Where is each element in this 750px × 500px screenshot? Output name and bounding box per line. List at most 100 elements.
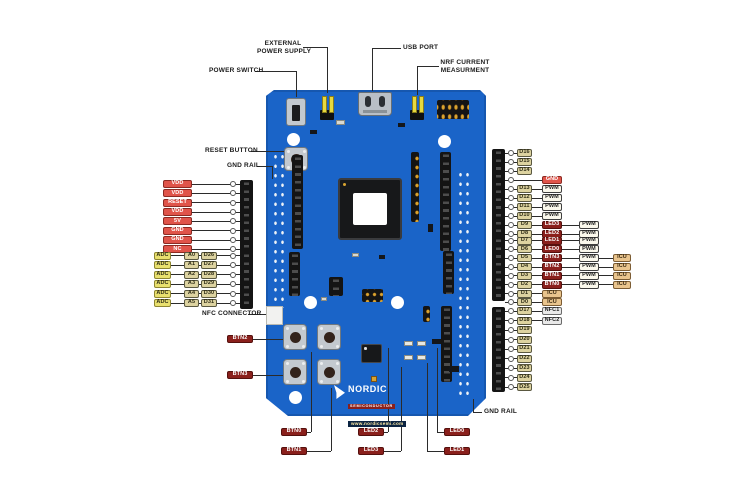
pin-tag-a4: A4	[184, 289, 199, 298]
mounting-hole	[288, 390, 302, 404]
pin-tag-adc: ADC	[154, 270, 171, 279]
pin-tag-adc: ADC	[154, 280, 171, 288]
pin-tag-nc: NC	[163, 245, 192, 254]
female-header	[492, 149, 505, 240]
pin-hole	[508, 195, 514, 201]
callout-line	[330, 388, 332, 451]
pin-tag-d19: D19	[517, 326, 532, 335]
pin-hole	[508, 272, 514, 279]
callout-line	[257, 165, 272, 167]
current-measure-header	[410, 96, 424, 124]
pin-tag-icu: ICU	[613, 280, 631, 289]
callout-line	[505, 161, 508, 163]
pin-tag-reset: RESET	[163, 198, 192, 207]
callout-line	[236, 248, 240, 250]
callout-line	[505, 215, 508, 217]
callout-line	[505, 257, 508, 259]
pin-tag-gnd: GND	[542, 176, 562, 184]
gnd-rail-bottom-label: GND RAIL	[484, 408, 518, 415]
pin-hole	[230, 281, 236, 287]
female-header	[240, 180, 253, 255]
callout-line	[190, 192, 231, 194]
pin-hole	[508, 374, 514, 381]
passive-component	[432, 339, 441, 344]
callout-line	[248, 313, 266, 315]
mcu-chip	[338, 178, 402, 240]
callout-line	[190, 230, 231, 232]
callout-line	[190, 202, 231, 204]
pin-tag-d26: D26	[201, 251, 217, 260]
callout-line	[514, 188, 558, 190]
callout-line	[514, 275, 627, 277]
pin-hole	[508, 222, 514, 228]
pin-hole	[508, 281, 514, 288]
pin-hole	[508, 237, 514, 244]
callout-line	[253, 338, 283, 340]
callout-line	[505, 377, 508, 379]
pin-tag-nfc1: NFC1	[542, 307, 562, 315]
pin-tag-gnd: GND	[163, 226, 192, 235]
pin-tag-adc: ADC	[154, 261, 171, 269]
callout-line	[255, 70, 296, 72]
board-header	[443, 251, 454, 294]
pin-tag-pwm: PWM	[579, 280, 599, 289]
pin-hole	[508, 159, 514, 165]
callout-line	[436, 348, 438, 432]
pin-tag-a0: A0	[184, 251, 199, 260]
callout-line	[295, 71, 297, 97]
pin-tag-icu: ICU	[542, 289, 562, 298]
mounting-hole	[303, 295, 317, 309]
pin-hole	[508, 346, 514, 353]
pin-tag-btn1: BTN1	[281, 447, 307, 455]
button-1-component	[317, 359, 341, 385]
female-header	[492, 236, 505, 301]
callout-line	[253, 374, 283, 376]
callout-line	[251, 150, 284, 152]
pin-tag-d21: D21	[517, 345, 532, 354]
pin-tag-d10: D10	[517, 212, 532, 220]
pin-tag-d4: D4	[517, 263, 532, 272]
pin-tag-d20: D20	[517, 335, 532, 344]
pin-tag-5v: 5V	[163, 217, 192, 226]
pin-tag-nfc2: NFC2	[542, 316, 562, 325]
callout-line	[236, 220, 240, 222]
pin-tag-d27: D27	[201, 261, 217, 269]
pin-tag-d16: D16	[517, 149, 532, 157]
pin-hole	[230, 252, 236, 259]
pin-hole	[508, 204, 514, 210]
callout-line	[514, 320, 558, 322]
pin-tag-d15: D15	[517, 158, 532, 166]
passive-component	[321, 297, 327, 301]
pin-hole	[230, 218, 236, 225]
callout-line	[514, 293, 558, 295]
pin-tag-gnd: GND	[163, 236, 192, 245]
callout-line	[190, 220, 231, 222]
logo-url: www.nordicsemi.com	[348, 420, 407, 427]
pin-tag-d30: D30	[201, 289, 217, 298]
pin-tag-adc: ADC	[154, 289, 171, 298]
callout-line	[514, 257, 627, 259]
callout-line	[236, 283, 240, 285]
pin-tag-pwm: PWM	[579, 221, 599, 229]
pin-tag-a1: A1	[184, 261, 199, 269]
pin-hole	[508, 264, 514, 271]
pin-tag-d17: D17	[517, 307, 532, 315]
passive-component	[398, 123, 405, 127]
callout-line	[384, 431, 388, 433]
pin-tag-d24: D24	[517, 373, 532, 382]
pin-hole	[230, 271, 236, 278]
pin-hole	[508, 327, 514, 334]
pin-tag-vdd: VDD	[163, 180, 192, 188]
led-component	[404, 355, 413, 360]
nordic-logo: NORDIC SEMICONDUCTOR www.nordicsemi.com	[334, 385, 407, 430]
pin-tag-btn3: BTN3	[227, 371, 253, 379]
callout-line	[417, 65, 439, 67]
pin-tag-icu: ICU	[542, 298, 562, 307]
button-2-component	[283, 324, 307, 350]
passive-component	[428, 224, 433, 232]
callout-line	[505, 188, 508, 190]
board-header	[289, 252, 300, 296]
callout-line	[190, 248, 231, 250]
pin-hole	[508, 308, 514, 314]
callout-line	[514, 215, 558, 217]
